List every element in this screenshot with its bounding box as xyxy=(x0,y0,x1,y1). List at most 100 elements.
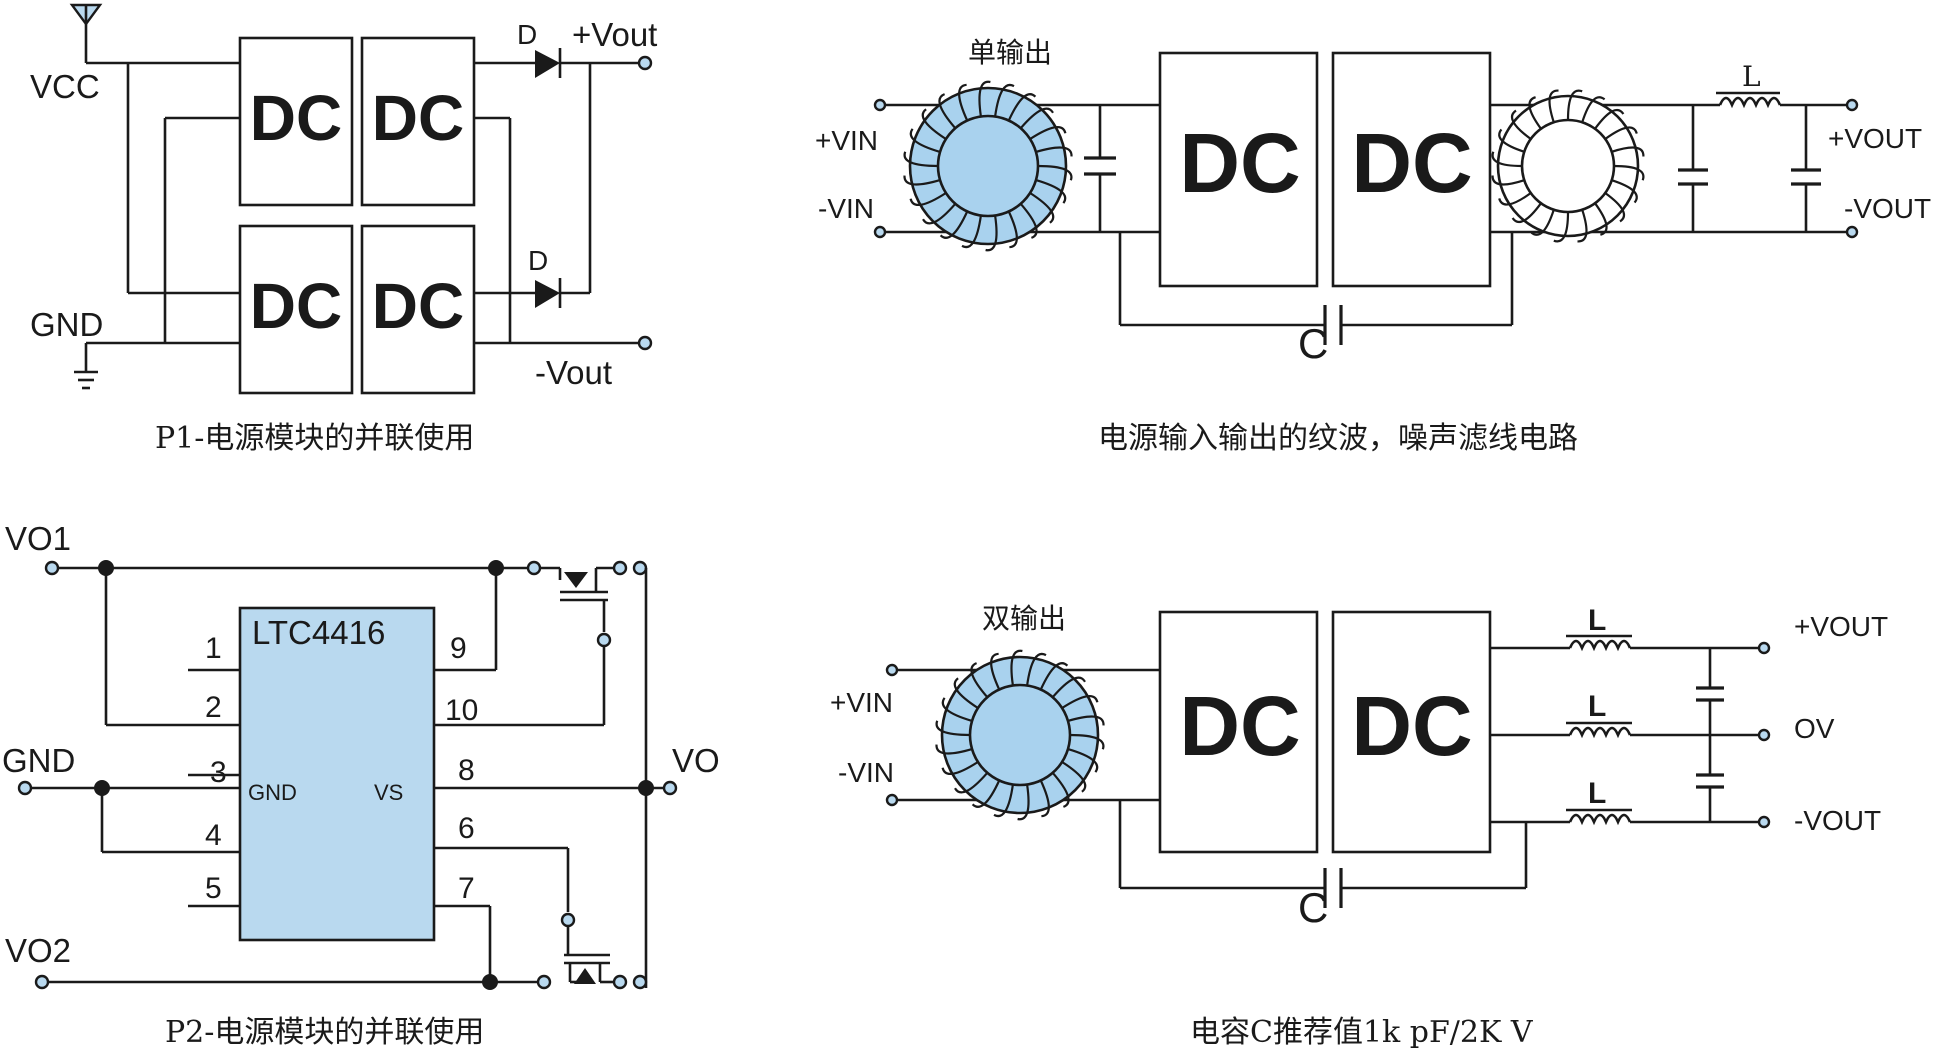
p1-dc-label-2: DC xyxy=(372,82,464,154)
toroid-winding xyxy=(970,662,989,698)
p1-dc-label-4: DC xyxy=(372,270,464,342)
toroid-winding xyxy=(1007,211,1018,249)
toroid-winding xyxy=(1611,179,1638,204)
dual-ov-label: OV xyxy=(1794,713,1835,744)
toroid-winding xyxy=(1007,93,1037,121)
p1-dc-label-3: DC xyxy=(250,270,342,342)
pin-7-label: 7 xyxy=(458,872,475,905)
toroid-winding xyxy=(1067,748,1099,773)
p2-vo1-label: VO1 xyxy=(5,520,71,557)
p1-gnd-label: GND xyxy=(30,306,103,343)
toroid-winding xyxy=(993,784,1014,818)
pin-1-label: 1 xyxy=(205,632,222,665)
single-vout-neg-label: -VOUT xyxy=(1844,193,1931,224)
dual-inductor-3-label: L xyxy=(1588,777,1606,810)
dual-vin-neg-label: -VIN xyxy=(838,757,894,788)
dual-title: 双输出 xyxy=(982,602,1066,635)
toroid-winding xyxy=(1037,164,1073,181)
toroid-winding xyxy=(938,93,957,129)
dual-dc-box-2 xyxy=(1331,610,1492,854)
toroid-winding xyxy=(1051,772,1070,808)
dual-vout-neg-label: -VOUT xyxy=(1794,805,1881,836)
p2-mosfet-bottom-icon xyxy=(564,953,614,984)
p2-mosfet-top-icon xyxy=(540,566,614,632)
toroid-winding xyxy=(1553,211,1570,243)
toroid-winding xyxy=(922,203,957,225)
dual-inductor-2-label: L xyxy=(1588,690,1606,723)
pin-3-label: 3 xyxy=(210,756,227,789)
p1-vout-pos-label: +Vout xyxy=(572,16,657,53)
toroid-winding xyxy=(1604,126,1638,140)
dual-input-toroid-icon xyxy=(935,649,1105,821)
p1-dc-box-2 xyxy=(360,36,476,207)
toroid-winding xyxy=(1498,192,1532,206)
p1-vout-neg-label: -Vout xyxy=(535,354,612,391)
toroid-winding xyxy=(1530,209,1555,236)
p2-vo2-label: VO2 xyxy=(5,932,71,969)
toroid-winding xyxy=(1577,209,1588,243)
toroid-winding xyxy=(1035,146,1073,157)
toroid-winding xyxy=(1548,89,1559,123)
pin-10-label: 10 xyxy=(445,694,478,727)
single-vout-pos-label: +VOUT xyxy=(1828,123,1922,154)
pin-9-label: 9 xyxy=(450,632,467,665)
toroid-winding xyxy=(1067,715,1105,726)
toroid-winding xyxy=(909,192,947,206)
pin-5-label: 5 xyxy=(205,872,222,905)
dual-inductor-2-icon xyxy=(1566,721,1632,739)
toroid-winding xyxy=(903,151,939,168)
toroid-winding xyxy=(1069,733,1105,750)
pin-8-label: 8 xyxy=(458,754,475,787)
p2-caption: P2-电源模块的并联使用 xyxy=(165,1015,484,1050)
dual-inductor-1-label: L xyxy=(1588,604,1606,637)
toroid-winding xyxy=(1019,203,1038,239)
toroid-winding xyxy=(990,652,1001,690)
toroid-winding xyxy=(1511,202,1542,223)
p1-vout-pos-terminal xyxy=(637,55,653,71)
toroid-winding xyxy=(1061,695,1099,709)
dual-caption: 电容C推荐值1k pF/2K V xyxy=(1190,1015,1534,1050)
toroid-winding xyxy=(1017,784,1030,821)
single-inductor-label: L xyxy=(1742,60,1761,93)
toroid-winding xyxy=(1035,179,1067,204)
single-vin-pos-label: +VIN xyxy=(815,125,878,156)
toroid-winding xyxy=(1604,192,1625,223)
single-title: 单输出 xyxy=(968,36,1052,69)
toroid-winding xyxy=(941,761,979,775)
p1-dc-box-3 xyxy=(238,224,354,395)
toroid-winding xyxy=(1498,128,1525,153)
toroid-winding xyxy=(994,83,1015,117)
single-input-toroid-icon xyxy=(903,80,1073,252)
p1-dc-box-4 xyxy=(360,224,476,395)
p2-gnd-label: GND xyxy=(2,742,75,779)
pin-2-label: 2 xyxy=(205,691,222,724)
toroid-winding xyxy=(909,128,941,153)
toroid-winding xyxy=(903,175,941,186)
single-vin-neg-label: -VIN xyxy=(818,193,874,224)
chip-gnd-pin-label: GND xyxy=(248,780,297,805)
single-c-label: C xyxy=(1298,320,1328,367)
p2-vo-label: VO xyxy=(672,742,720,779)
p1-dc-box-1 xyxy=(238,36,354,207)
toroid-winding xyxy=(1051,676,1086,698)
toroid-winding xyxy=(1528,96,1542,130)
single-output-filter-circuit: 单输出 +VIN -VIN DC DC C xyxy=(815,36,1931,456)
dual-c-label: C xyxy=(1298,884,1328,931)
single-inductor-icon xyxy=(1716,91,1782,109)
toroid-winding xyxy=(921,108,947,140)
toroid-winding xyxy=(1566,89,1583,121)
single-dc-label-2: DC xyxy=(1351,116,1472,210)
chip-vs-pin-label: VS xyxy=(374,780,403,805)
single-caption: 电源输入输出的纹波，噪声滤线电路 xyxy=(1098,421,1578,456)
p1-parallel-circuit: VCC GND DC DC DC DC D +Vo xyxy=(30,3,657,456)
dual-output-filter-circuit: 双输出 +VIN -VIN DC DC C xyxy=(830,602,1888,1050)
toroid-winding xyxy=(978,80,991,117)
dual-dc-label-2: DC xyxy=(1351,679,1472,773)
toroid-winding xyxy=(961,215,982,249)
pin-6-label: 6 xyxy=(458,812,475,845)
single-dc-label-1: DC xyxy=(1179,116,1300,210)
p2-vo1-terminal xyxy=(44,560,60,576)
toroid-winding xyxy=(1491,175,1525,186)
